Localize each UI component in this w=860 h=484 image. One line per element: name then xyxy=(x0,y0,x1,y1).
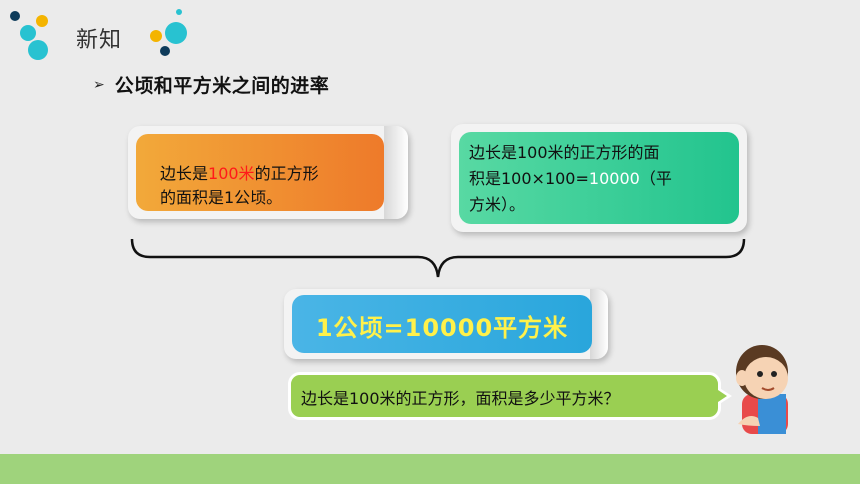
bubble-tail-inner xyxy=(718,390,727,402)
calculation-highlight: 10000 xyxy=(588,169,640,188)
definition-text: 边长是100米的正方形 的面积是1公顷。 xyxy=(160,162,319,210)
calculation-text: 边长是100米的正方形的面 积是100×100=10000（平 方米）。 xyxy=(469,140,672,218)
arrow-bullet-icon: ➢ xyxy=(93,76,105,93)
definition-highlight: 100米 xyxy=(208,164,255,183)
decor-dot xyxy=(20,25,36,41)
subtitle-row: ➢ 公顷和平方米之间的进率 xyxy=(93,71,329,98)
decor-dot xyxy=(160,46,170,56)
card-fold xyxy=(384,126,408,219)
result-text: 1公顷=10000平方米 xyxy=(315,314,569,342)
calculation-line1: 边长是100米的正方形的面 xyxy=(469,143,660,162)
curly-brace xyxy=(130,238,746,278)
subtitle: 公顷和平方米之间的进率 xyxy=(114,75,330,97)
decor-dot xyxy=(165,22,187,44)
page-title: 新知 xyxy=(76,28,123,53)
result-card-body: 1公顷=10000平方米 xyxy=(292,295,592,353)
decor-dot xyxy=(176,9,182,15)
card-fold xyxy=(590,289,608,359)
footer-bar xyxy=(0,454,860,484)
definition-card: 边长是100米的正方形 的面积是1公顷。 xyxy=(128,126,408,219)
calculation-line3: 方米）。 xyxy=(469,195,526,214)
decor-dot xyxy=(150,30,162,42)
question-text: 边长是100米的正方形，面积是多少平方米？ xyxy=(301,389,620,408)
question-bubble: 边长是100米的正方形，面积是多少平方米？ xyxy=(288,372,732,420)
decor-dot xyxy=(36,15,48,27)
definition-text-mid: 的正方形 xyxy=(254,164,319,183)
calculation-line2-pre: 积是100×100= xyxy=(469,169,589,188)
decor-dot xyxy=(10,11,20,21)
calculation-card-body: 边长是100米的正方形的面 积是100×100=10000（平 方米）。 xyxy=(459,132,739,224)
result-card: 1公顷=10000平方米 xyxy=(284,289,608,359)
definition-card-body: 边长是100米的正方形 的面积是1公顷。 xyxy=(136,134,384,211)
boy-character-illustration xyxy=(736,345,788,434)
calculation-line2-post: （平 xyxy=(639,169,672,188)
decor-dot xyxy=(28,40,48,60)
definition-text-pre: 边长是 xyxy=(160,164,209,183)
definition-text-line2: 的面积是1公顷。 xyxy=(160,188,283,207)
calculation-card: 边长是100米的正方形的面 积是100×100=10000（平 方米）。 xyxy=(451,124,747,232)
